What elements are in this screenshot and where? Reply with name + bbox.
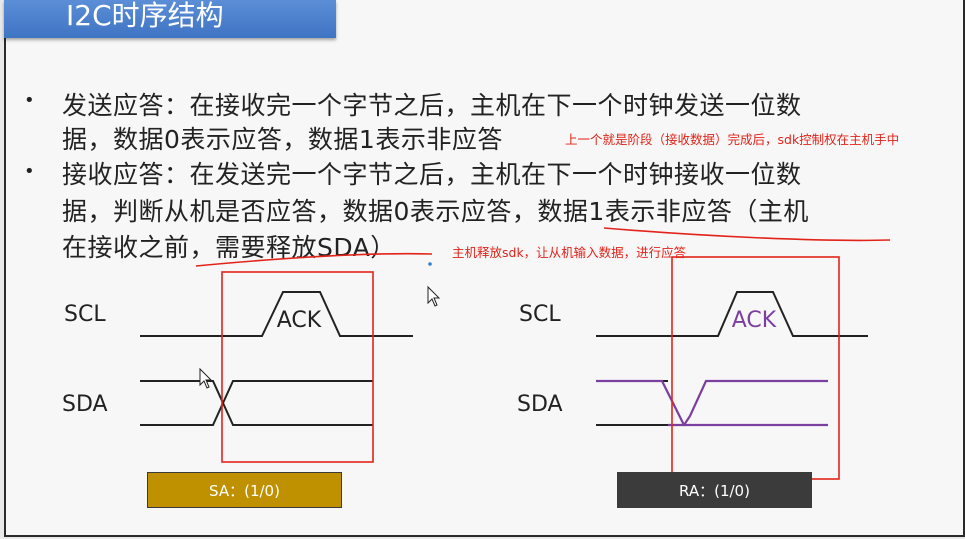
slide — [4, 0, 965, 537]
bullet-marker: • — [24, 90, 35, 111]
ra-badge-label: RA：(1/0) — [679, 481, 750, 500]
left-highlight-box — [221, 271, 374, 463]
left-scl-label: SCL — [64, 302, 106, 327]
mouse-cursor-icon — [427, 285, 441, 307]
bullet-2-line-2: 据，判断从机是否应答，数据0表示应答，数据1表示非应答（主机 — [62, 197, 809, 226]
bullet-1-line-2: 据，数据0表示应答，数据1表示非应答 — [62, 125, 503, 154]
bullet-2-line-1: 接收应答：在发送完一个字节之后，主机在下一个时钟接收一位数 — [62, 160, 802, 189]
left-sda-waveform-top — [140, 380, 373, 426]
right-sda-label: SDA — [517, 392, 563, 417]
right-scl-label: SCL — [519, 302, 561, 327]
slide-title: I2C时序结构 — [66, 0, 224, 32]
annotation-note-1: 上一个就是阶段（接收数据）完成后，sdk控制权在主机手中 — [565, 132, 900, 147]
bullet-marker: • — [24, 161, 35, 182]
sa-badge-label: SA：(1/0) — [209, 481, 280, 500]
left-sda-label: SDA — [62, 392, 108, 417]
stray-dot — [428, 262, 432, 266]
right-scl-waveform — [596, 291, 868, 337]
ra-badge: RA：(1/0) — [617, 472, 812, 508]
title-bar: I2C时序结构 — [4, 0, 336, 38]
left-scl-waveform — [140, 291, 413, 337]
right-sda-slave-bottom — [668, 379, 828, 427]
left-ack-label: ACK — [277, 308, 322, 333]
right-sda-slave-top — [596, 379, 828, 427]
red-underline-annotation — [603, 227, 891, 242]
sa-badge: SA：(1/0) — [147, 472, 342, 508]
mouse-cursor-icon — [199, 367, 213, 389]
bullet-1-line-1: 发送应答：在接收完一个字节之后，主机在下一个时钟发送一位数 — [62, 91, 802, 120]
right-highlight-box — [671, 256, 840, 480]
bullet-2-line-3: 在接收之前，需要释放SDA） — [62, 233, 396, 262]
annotation-note-2: 主机释放sdk，让从机输入数据，进行应答 — [452, 245, 687, 260]
left-sda-waveform-bottom — [140, 380, 373, 426]
red-underline-annotation — [195, 252, 433, 267]
right-ack-label: ACK — [732, 308, 777, 333]
